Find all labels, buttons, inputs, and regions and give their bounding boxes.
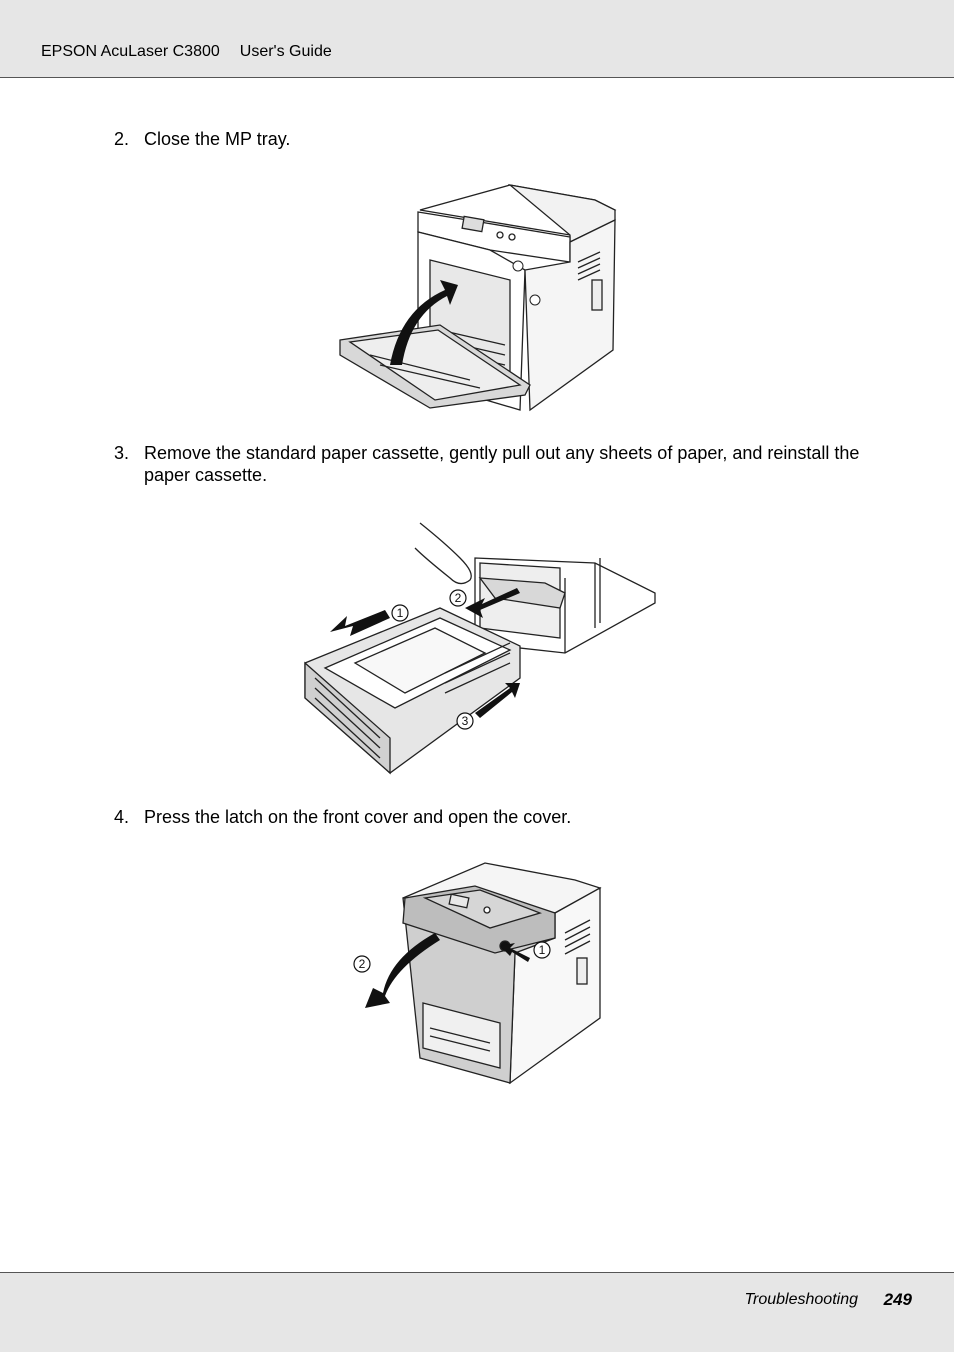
callout-2: 2: [359, 957, 366, 971]
product-name: EPSON AcuLaser C3800: [41, 43, 220, 60]
paper-cassette-illustration: 1 2 3: [304, 522, 656, 775]
guide-name: User's Guide: [239, 43, 332, 60]
callout-3: 3: [462, 714, 469, 728]
header-title: EPSON AcuLaser C3800 User's Guide: [41, 43, 332, 61]
open-front-cover-illustration: 1 2: [353, 862, 602, 1085]
step-text: Close the MP tray.: [144, 129, 291, 149]
callout-2: 2: [455, 591, 462, 605]
page-number: 249: [883, 1290, 912, 1309]
step-number: 4.: [114, 807, 130, 827]
step-text: Press the latch on the front cover and o…: [144, 807, 572, 827]
step-number: 2.: [114, 129, 130, 149]
step-number: 3.: [114, 443, 130, 463]
step-text: Remove the standard paper cassette, gent…: [144, 443, 860, 485]
section-name: Troubleshooting: [744, 1291, 858, 1308]
callout-1: 1: [397, 606, 404, 620]
page-footer: Troubleshooting 249: [0, 1272, 954, 1352]
callout-1: 1: [539, 943, 546, 957]
close-mp-tray-illustration: [339, 183, 617, 412]
page-header: EPSON AcuLaser C3800 User's Guide: [0, 0, 954, 78]
